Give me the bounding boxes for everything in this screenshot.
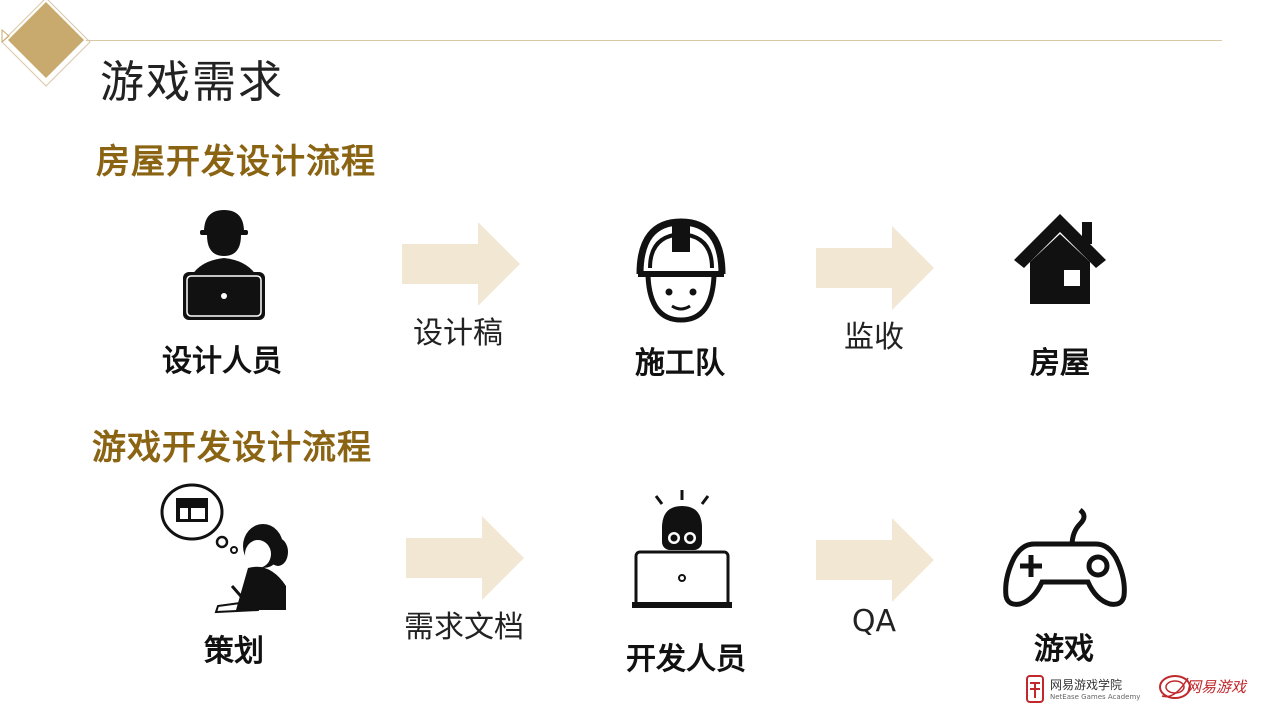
- right-arrow-icon: [816, 226, 934, 310]
- arrow-label-inspect: 监收: [844, 320, 904, 355]
- academy-name-en: NetEase Games Academy: [1050, 693, 1141, 701]
- worker-laptop-icon: [183, 210, 265, 320]
- corner-diamond-decoration: [1, 0, 91, 87]
- developer-laptop-icon: [632, 490, 732, 608]
- designer-label: 设计人员: [162, 344, 282, 379]
- right-arrow-icon: [816, 518, 934, 602]
- builder-label: 施工队: [635, 346, 725, 381]
- planner-label: 策划: [204, 634, 264, 669]
- person-thinking-icon: [160, 483, 288, 614]
- hardhat-worker-icon: [636, 218, 726, 323]
- section-game-title: 游戏开发设计流程: [92, 428, 372, 468]
- right-arrow-icon: [402, 222, 520, 306]
- right-arrow-icon: [406, 516, 524, 600]
- academy-name-cn: 网易游戏学院: [1050, 678, 1123, 692]
- netease-games-logo-icon: [1159, 675, 1191, 699]
- netease-games-name: 网易游戏: [1186, 678, 1247, 696]
- house-label: 房屋: [1030, 346, 1090, 381]
- arrow-label-qa: QA: [851, 604, 897, 639]
- house-icon: [1014, 214, 1106, 304]
- academy-seal-icon: [1026, 675, 1044, 703]
- developer-label: 开发人员: [626, 642, 746, 677]
- game-label: 游戏: [1034, 632, 1094, 667]
- header-divider: [86, 40, 1222, 41]
- gamepad-icon: [1003, 508, 1127, 607]
- section-house-title: 房屋开发设计流程: [96, 142, 376, 182]
- slide-title: 游戏需求: [100, 57, 284, 108]
- arrow-label-requirements: 需求文档: [404, 610, 524, 645]
- arrow-label-draft: 设计稿: [413, 316, 503, 351]
